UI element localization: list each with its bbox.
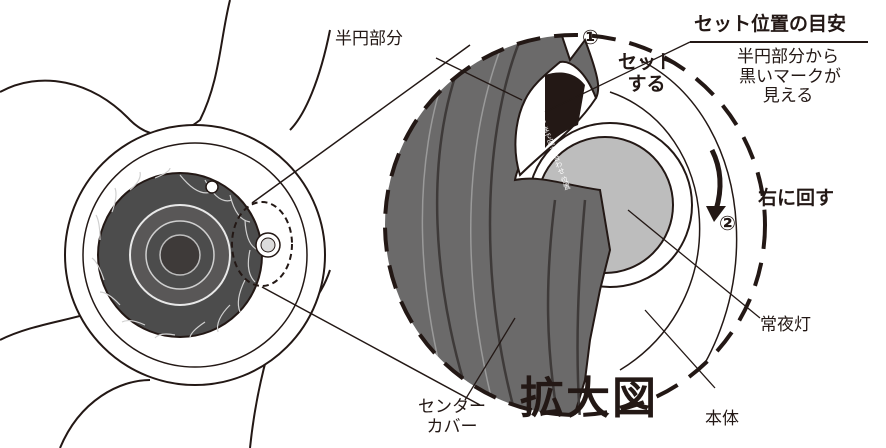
zoom-line-top <box>251 44 471 204</box>
detail-highlight-large <box>383 33 767 417</box>
leader-hanen <box>435 57 523 101</box>
set-guide-note-line: 見える <box>762 86 814 107</box>
black-mark <box>545 72 585 148</box>
set-suru-line: セット <box>618 51 676 73</box>
label-migi-ni-mawasu: 右に回す <box>758 187 835 209</box>
set-guide-note-line: 半円部分から <box>737 47 839 67</box>
leader-jouyatou <box>627 209 761 319</box>
step-1-marker: ① <box>582 25 599 49</box>
leader-set-guide <box>544 41 691 113</box>
leader-hontai <box>644 309 716 389</box>
label-jouyatou: 常夜灯 <box>760 315 811 335</box>
label-set-guide-note: 半円部分から 黒いマークが 見える <box>735 47 841 107</box>
rotate-arrowhead-icon <box>706 206 726 222</box>
label-set-guide-title: セット位置の目安 <box>694 13 847 35</box>
set-suru-line: する <box>627 72 666 95</box>
set-guide-note-line: 黒いマークが <box>739 66 841 87</box>
center-cover-line: センター <box>418 397 486 417</box>
detail-highlight-small <box>231 201 293 287</box>
label-center-cover: センター カバー <box>418 397 486 437</box>
center-cover-hole-icon <box>205 180 219 194</box>
label-hontai: 本体 <box>705 409 739 429</box>
zoom-line-bottom <box>261 286 481 406</box>
label-set-suru: セット する <box>618 51 676 96</box>
body-arc-mid <box>609 91 701 371</box>
center-cover-core <box>159 234 201 276</box>
night-light-small-inner <box>260 237 276 253</box>
label-hanen-bubun: 半円部分 <box>335 29 403 49</box>
label-kakudaizu: 拡大図 <box>520 373 658 424</box>
leader-center-cover <box>464 317 516 401</box>
rotate-arrow-icon <box>709 148 723 211</box>
center-cover-line: カバー <box>426 416 478 437</box>
step-2-marker: ② <box>719 211 736 235</box>
